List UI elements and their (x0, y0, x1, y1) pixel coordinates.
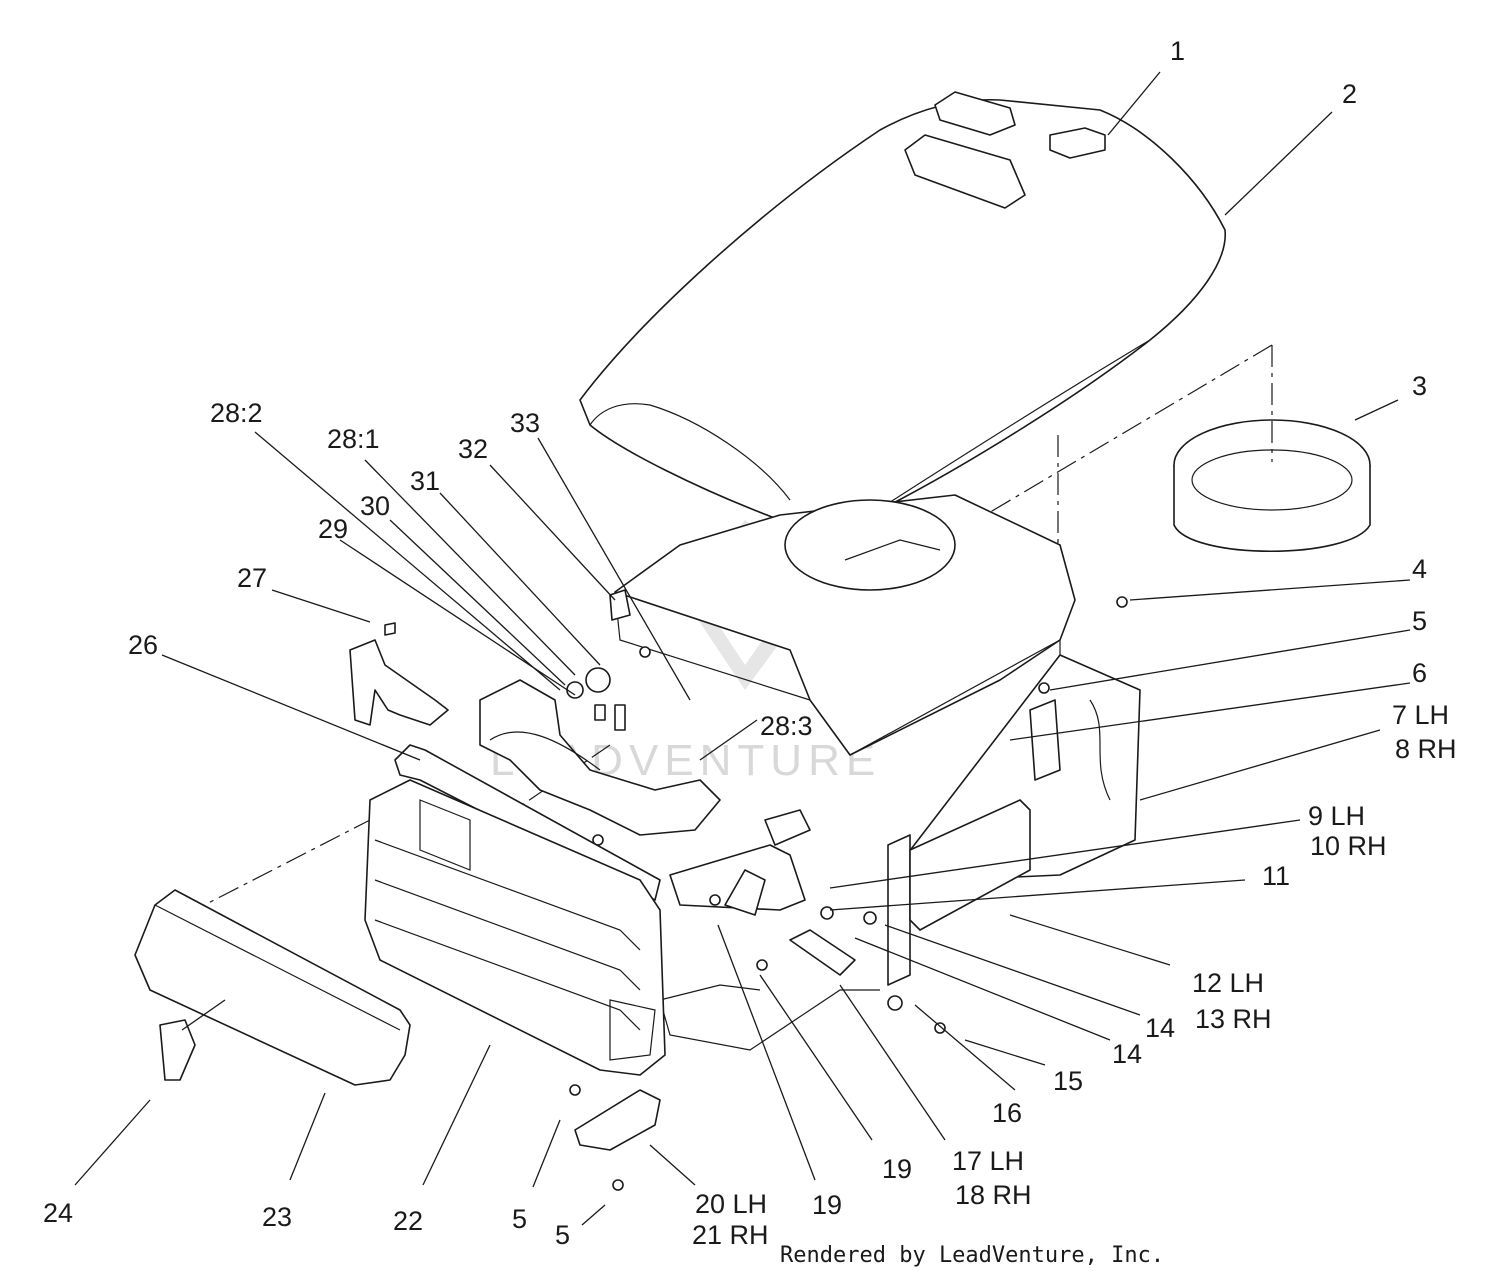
callout-20-lh: 20 LH (695, 1189, 767, 1219)
front-bumper (134, 889, 411, 1086)
callout-5b: 5 (512, 1204, 527, 1234)
hood-shroud (614, 494, 1076, 756)
callout-14b: 14 (1112, 1039, 1142, 1069)
leader-lines (74, 71, 1411, 1226)
callout-32: 32 (458, 434, 488, 464)
callout-8-rh: 8 RH (1395, 734, 1457, 764)
callout-14a: 14 (1145, 1013, 1175, 1043)
callout-7-lh: 7 LH (1392, 700, 1449, 730)
callout-33: 33 (510, 408, 540, 438)
callout-19a: 19 (882, 1154, 912, 1184)
callout-1: 1 (1170, 36, 1185, 66)
callout-28-1: 28:1 (327, 424, 380, 454)
lower-frame (659, 809, 880, 1051)
callout-17-lh: 17 LH (952, 1146, 1024, 1176)
callout-9-lh: 9 LH (1308, 801, 1365, 831)
callout-11: 11 (1262, 861, 1290, 891)
callout-28-2: 28:2 (210, 398, 263, 428)
callout-30: 30 (360, 491, 390, 521)
air-ring (1173, 419, 1371, 553)
callout-29: 29 (318, 514, 348, 544)
callout-5c: 5 (555, 1220, 570, 1250)
callout-15: 15 (1053, 1066, 1083, 1096)
callout-18-rh: 18 RH (955, 1180, 1032, 1210)
callout-19b: 19 (812, 1190, 842, 1220)
callout-2: 2 (1342, 79, 1357, 109)
callout-24: 24 (43, 1198, 73, 1228)
callout-12-lh: 12 LH (1192, 968, 1264, 998)
callout-13-rh: 13 RH (1195, 1004, 1272, 1034)
callout-31: 31 (410, 466, 440, 496)
callout-21-rh: 21 RH (692, 1220, 769, 1250)
emblem (159, 1019, 196, 1081)
front-grille (364, 779, 666, 1076)
callout-28-3: 28:3 (760, 711, 813, 741)
callout-labels: 1 2 3 4 5 6 7 LH 8 RH 9 LH 10 RH 11 12 L… (43, 36, 1457, 1250)
callout-4: 4 (1412, 554, 1427, 584)
callout-22: 22 (393, 1206, 423, 1236)
callout-3: 3 (1412, 371, 1427, 401)
callout-23: 23 (262, 1202, 292, 1232)
callout-26: 26 (128, 630, 158, 660)
callout-10-rh: 10 RH (1310, 831, 1387, 861)
callout-27: 27 (237, 563, 267, 593)
callout-16: 16 (992, 1098, 1022, 1128)
render-credit: Rendered by LeadVenture, Inc. (780, 1243, 1164, 1268)
hood-top (579, 91, 1226, 527)
hardware (349, 589, 1128, 1191)
callout-5: 5 (1412, 606, 1427, 636)
side-panel (887, 654, 1141, 986)
callout-6: 6 (1412, 658, 1427, 688)
